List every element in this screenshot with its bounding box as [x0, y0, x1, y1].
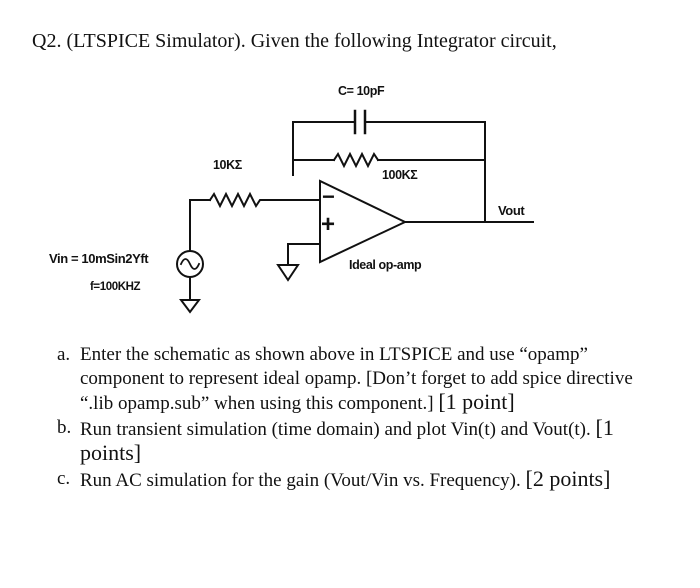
task-c-points: [2 points]	[525, 465, 611, 491]
capacitor-wire-right	[365, 121, 486, 161]
noninverting-input-wire	[287, 243, 321, 266]
integrator-circuit-diagram	[176, 109, 534, 314]
ac-source-sine	[179, 258, 201, 270]
task-c-letter: c.	[57, 467, 71, 489]
opamp-triangle	[319, 179, 408, 264]
task-c-text: Run AC simulation for the gain (Vout/Vin…	[80, 469, 521, 491]
noninverting-input-sign: +	[321, 211, 335, 238]
question-title: Q2. (LTSPICE Simulator). Given the follo…	[32, 30, 557, 52]
task-b-letter: b.	[57, 416, 72, 438]
feedback-wire-right	[377, 159, 486, 223]
task-a-points: [1 point]	[438, 389, 515, 414]
inverting-input-sign: −	[322, 184, 335, 209]
task-a: a. Enter the schematic as shown above in…	[57, 343, 657, 416]
task-b-text: Run transient simulation (time domain) a…	[80, 418, 591, 440]
task-b: b. Run transient simulation (time domain…	[57, 414, 657, 467]
input-resistor-label: 10KΣ	[213, 158, 242, 172]
task-a-text: Enter the schematic as shown above in LT…	[80, 344, 633, 414]
source-label: Vin = 10mSin2Υft	[49, 251, 149, 266]
task-c: c. Run AC simulation for the gain (Vout/…	[57, 465, 657, 493]
task-list: a. Enter the schematic as shown above in…	[57, 343, 657, 492]
input-resistor	[208, 191, 265, 209]
input-wire	[189, 199, 211, 251]
frequency-label: f=100KHZ	[90, 281, 141, 293]
task-a-letter: a.	[57, 344, 71, 365]
capacitor-wire-left	[292, 121, 355, 176]
capacitor-label: C= 10pF	[338, 84, 385, 98]
source-ground-symbol	[179, 299, 201, 314]
opamp-label: Ideal op-amp	[349, 258, 422, 272]
feedback-resistor	[332, 151, 380, 169]
output-label: Vout	[498, 203, 525, 218]
opamp-ground-symbol	[276, 264, 300, 282]
task-b-points: [1 points]	[80, 414, 614, 465]
feedback-resistor-label: 100KΣ	[382, 168, 418, 182]
